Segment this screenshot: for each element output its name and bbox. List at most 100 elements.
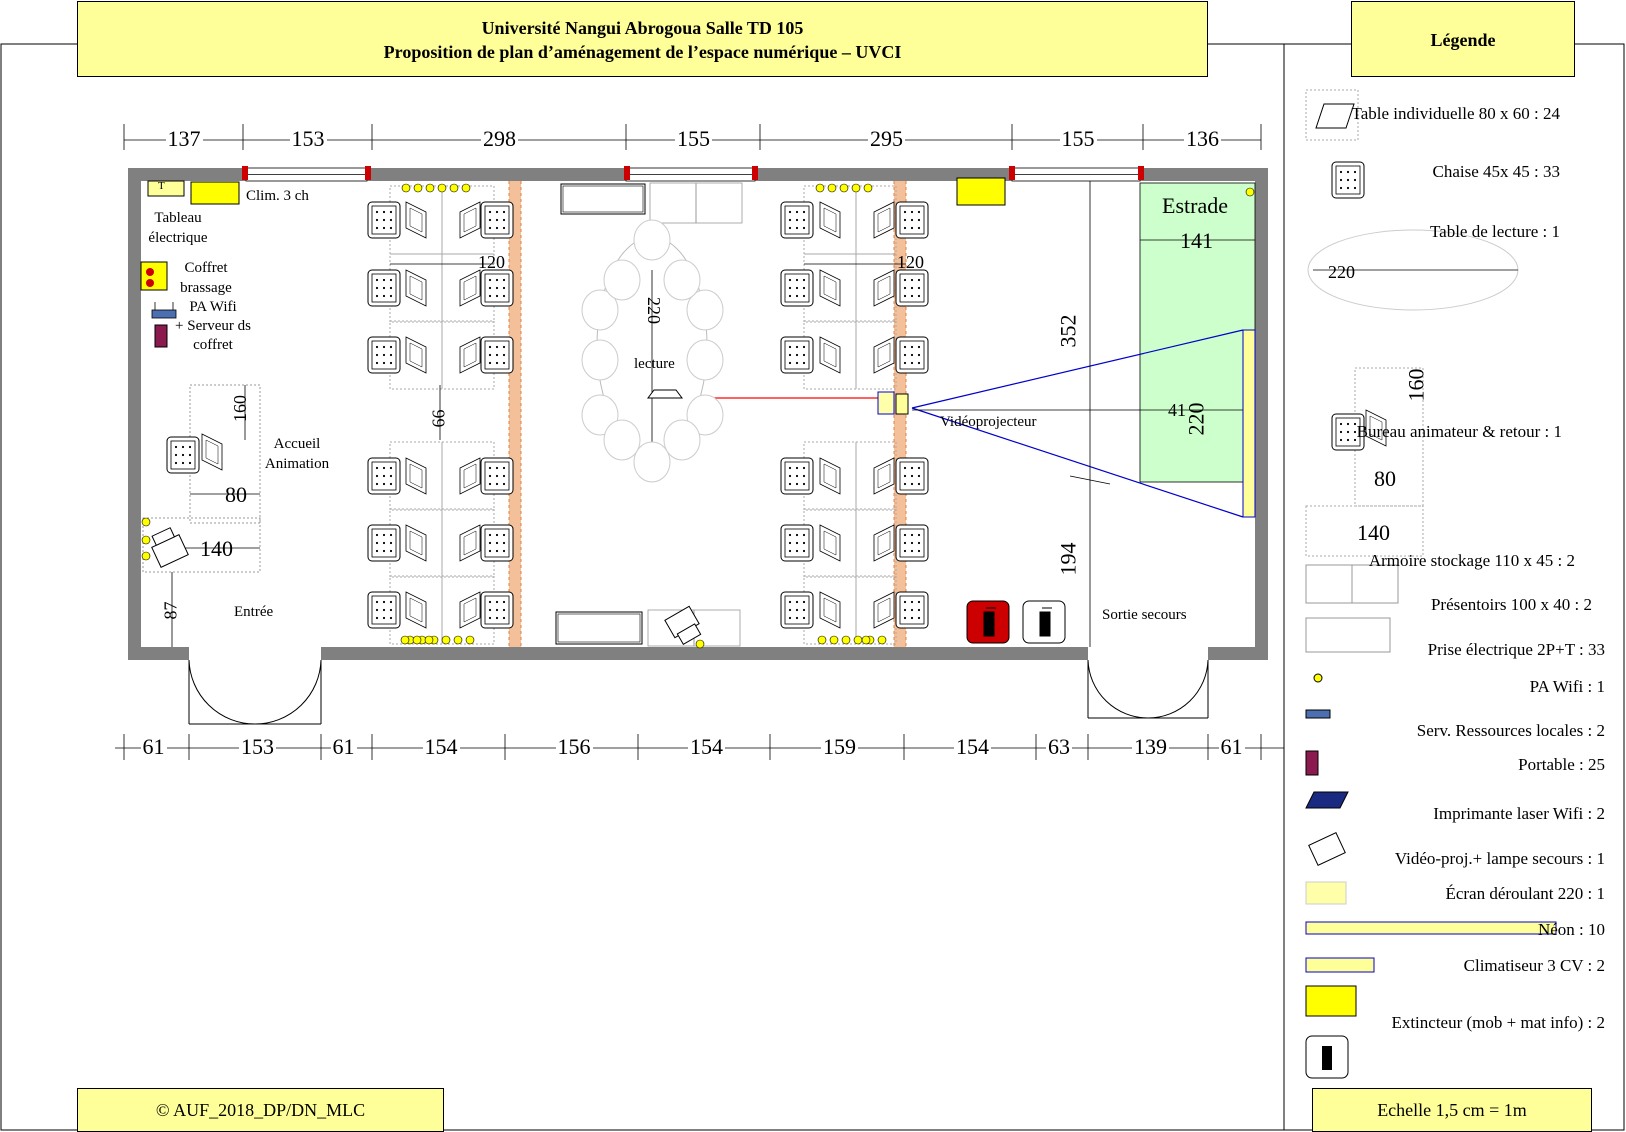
title-line-2: Proposition de plan d’aménagement de l’e…	[383, 42, 902, 62]
legend-label: Portable : 25	[1518, 755, 1605, 774]
copyright: © AUF_2018_DP/DN_MLC	[77, 1088, 444, 1132]
air-conditioner	[956, 177, 1006, 206]
room-walls	[128, 166, 1268, 660]
dim-aisle: 66	[428, 409, 449, 428]
legend-item: Prise électrique 2P+T : 33	[1428, 640, 1605, 660]
top-dimension-label: 155	[1059, 126, 1097, 152]
legend-item: Serv. Ressources locales : 2	[1417, 721, 1605, 741]
stage-label: Estrade	[1162, 193, 1228, 218]
divider-left	[509, 181, 521, 647]
chair-icon	[1331, 413, 1365, 451]
legend-item: PA Wifi : 1	[1530, 677, 1605, 697]
printer-icon	[664, 605, 702, 646]
legend-item: Table individuelle 80 x 60 : 24	[1352, 104, 1560, 124]
legend-label: Extincteur (mob + mat info) : 2	[1391, 1013, 1605, 1032]
legend-label: Imprimante laser Wifi : 2	[1433, 804, 1605, 823]
legend-item: Présentoirs 100 x 40 : 2	[1431, 595, 1592, 615]
bottom-dimension-label: 153	[239, 734, 276, 760]
chair-icon	[895, 336, 929, 374]
dim-projection-distance: 41	[1168, 400, 1186, 420]
chair-icon	[895, 201, 929, 239]
reading-label: lecture	[634, 356, 675, 372]
bottom-dimension-label: 61	[330, 734, 357, 760]
electrical-panel	[147, 180, 185, 197]
chair-icon	[480, 457, 514, 495]
chair-icon	[166, 436, 200, 474]
bottom-dimension-label: 154	[422, 734, 460, 760]
legend-label: Vidéo-proj.+ lampe secours : 1	[1394, 849, 1605, 868]
legend-label: Serv. Ressources locales : 2	[1416, 721, 1605, 740]
laptop-table-icon	[873, 524, 895, 562]
laptop-table-icon	[201, 433, 223, 471]
legend-item: Écran déroulant 220 : 1	[1445, 884, 1605, 904]
projector-icon	[1305, 881, 1347, 905]
laptop-table-icon	[819, 269, 841, 307]
chair-icon	[780, 591, 814, 629]
chair-icon	[480, 269, 514, 307]
chair-icon	[480, 591, 514, 629]
legend-item: Bureau animateur & retour : 1	[1357, 422, 1562, 442]
stage	[1139, 182, 1256, 483]
chair-icon	[780, 524, 814, 562]
chair-icon	[780, 336, 814, 374]
dim-reading-table: 220	[644, 297, 664, 324]
laptop-table-icon	[873, 457, 895, 495]
printer-icon	[1308, 832, 1346, 866]
extinguisher-icon	[966, 600, 1010, 644]
patch-panel	[140, 261, 168, 291]
bottom-dimension-label: 156	[555, 734, 593, 760]
scale-note: Echelle 1,5 cm = 1m	[1312, 1088, 1592, 1132]
legend-item: Climatiseur 3 CV : 2	[1464, 956, 1605, 976]
laptop-table-icon	[873, 269, 895, 307]
laptop-table-icon	[405, 269, 427, 307]
printer-icon	[151, 527, 189, 568]
legend-item: Chaise 45x 45 : 33	[1433, 162, 1561, 182]
laptop-table-icon	[873, 591, 895, 629]
legend-dimension: 220	[1328, 262, 1355, 282]
top-dimension-label: 298	[481, 126, 518, 152]
legend-item: Portable : 25	[1518, 755, 1605, 775]
power-outlet-icon	[1313, 673, 1323, 683]
laptop-table-icon	[405, 336, 427, 374]
chair-icon	[367, 457, 401, 495]
storage-cabinet	[560, 183, 646, 215]
power-outlets	[141, 183, 1255, 649]
legend-dimension: 160	[1403, 368, 1429, 402]
room-depth-dimension	[1069, 181, 1111, 647]
legend-item: Armoire stockage 110 x 45 : 2	[1369, 551, 1575, 571]
entrance-label: Entrée	[234, 604, 274, 620]
chair-icon	[780, 201, 814, 239]
legend-label: Néon : 10	[1537, 920, 1605, 939]
bottom-dimension-label: 61	[140, 734, 167, 760]
legend-dimension: 80	[1374, 466, 1396, 491]
legend-label: Prise électrique 2P+T : 33	[1427, 640, 1605, 659]
chair-icon	[895, 524, 929, 562]
dim-screen-width: 220	[1183, 402, 1209, 436]
server	[154, 324, 168, 348]
wifi-ap	[151, 302, 177, 319]
legend-label: Présentoirs 100 x 40 : 2	[1430, 595, 1592, 614]
bottom-dimension-label: 63	[1046, 734, 1072, 760]
entrance-opening	[189, 647, 321, 660]
chair-icon	[480, 524, 514, 562]
legend-icons	[1305, 89, 1557, 1079]
laptop-table-icon	[819, 591, 841, 629]
legend-label: Chaise 45x 45 : 33	[1432, 162, 1561, 181]
top-dimension-label: 136	[1184, 126, 1221, 152]
reception-return	[142, 517, 261, 573]
dim-room-part-b: 194	[1055, 542, 1081, 576]
top-dimension-label: 137	[165, 126, 203, 152]
laptop-table-icon	[405, 201, 427, 239]
exit-opening	[1088, 647, 1208, 660]
dim-desk-gap-right: 120	[897, 252, 924, 272]
chair-icon	[367, 201, 401, 239]
laptop-icon	[647, 389, 683, 399]
projector-label: Vidéoprojecteur	[940, 414, 1037, 430]
extinguisher-icon	[1022, 600, 1066, 644]
legend-label: Armoire stockage 110 x 45 : 2	[1368, 551, 1575, 570]
